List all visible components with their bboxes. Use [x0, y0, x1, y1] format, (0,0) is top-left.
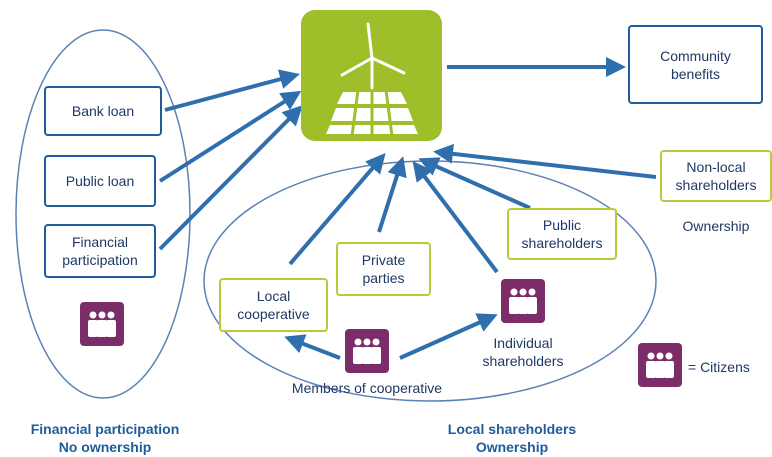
arrow-bank-loan	[164, 69, 300, 112]
public-shareholders-box: Public shareholders	[507, 208, 617, 260]
financial-participation-label: Financial participation	[62, 234, 138, 268]
bank-loan-box: Bank loan	[44, 86, 162, 136]
non-local-shareholders-label: Non-local shareholders	[675, 159, 757, 193]
non-local-ownership-caption: Ownership	[682, 218, 750, 234]
local-cooperative-box: Local cooperative	[219, 278, 328, 332]
legend-citizens-label: = Citizens	[688, 359, 750, 375]
arrow-individual-shareholders	[412, 160, 499, 274]
non-local-shareholders-box: Non-local shareholders	[660, 150, 772, 202]
members-of-cooperative-label: Members of cooperative	[291, 380, 443, 396]
legend-citizens-icon	[638, 343, 682, 387]
arrow-public-loan	[158, 90, 302, 183]
arrow-financial-participation	[158, 105, 303, 251]
arrow-public-shareholders	[418, 157, 531, 210]
community-benefits-box: Community benefits	[628, 25, 763, 104]
renewable-project-hub	[301, 10, 442, 141]
arrow-local-cooperative	[288, 152, 386, 266]
citizens-icon	[345, 329, 389, 373]
citizens-icon	[501, 279, 545, 323]
public-loan-label: Public loan	[65, 173, 135, 189]
individual-shareholders-label: Individual shareholders	[482, 335, 564, 369]
local-caption-line1: Local shareholders	[447, 421, 577, 437]
financing-group-ellipse	[15, 29, 191, 399]
community-benefits-label: Community benefits	[660, 47, 731, 82]
wind-turbine-solar-panel-icon	[326, 22, 418, 137]
arrow-members-to-individual	[399, 313, 498, 360]
public-shareholders-label: Public shareholders	[521, 217, 603, 251]
private-parties-box: Private parties	[336, 242, 431, 296]
financing-caption-line1: Financial participation	[30, 421, 180, 437]
financial-participation-box: Financial participation	[44, 224, 156, 278]
private-parties-label: Private parties	[361, 252, 406, 286]
local-caption-line2: Ownership	[475, 439, 549, 455]
arrow-private-parties	[377, 156, 407, 233]
financing-caption-line2: No ownership	[58, 439, 152, 455]
citizens-icon	[80, 302, 124, 346]
bank-loan-label: Bank loan	[71, 103, 135, 119]
arrow-members-to-cooperative	[284, 334, 341, 360]
arrow-non-local	[433, 143, 657, 179]
public-loan-box: Public loan	[44, 155, 156, 207]
local-cooperative-label: Local cooperative	[237, 288, 310, 322]
